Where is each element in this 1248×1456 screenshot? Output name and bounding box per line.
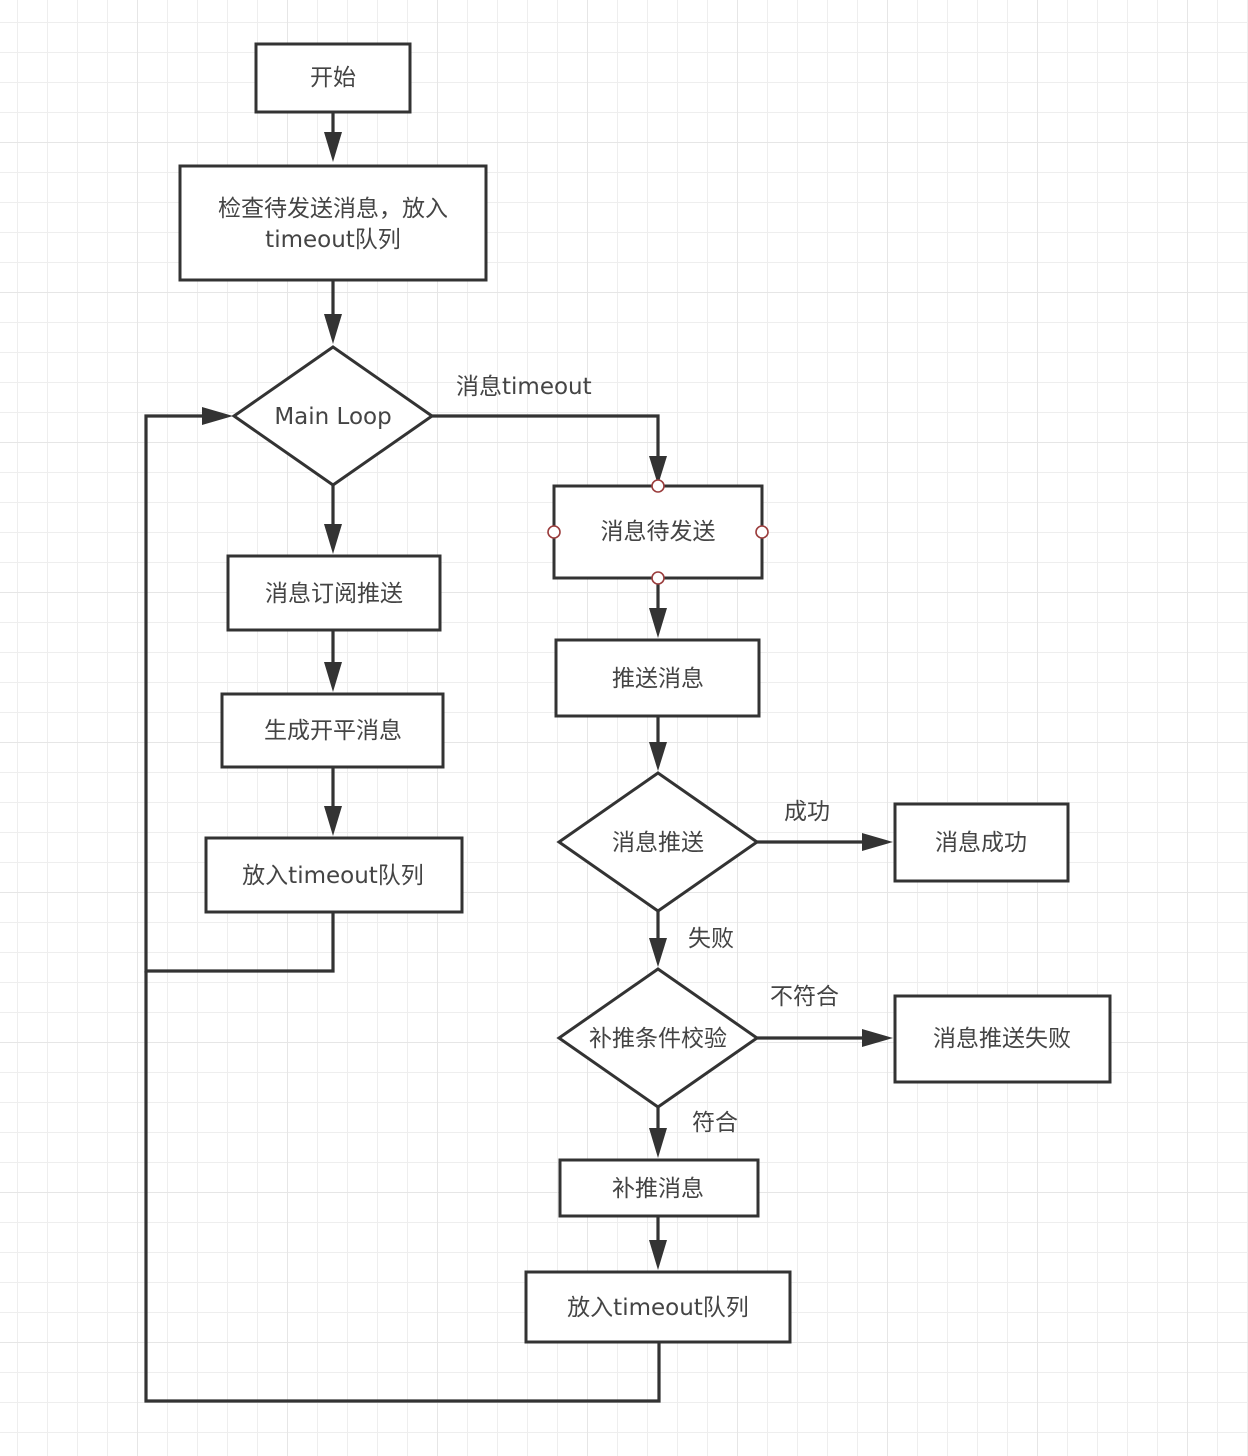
node-pending[interactable]: 消息待发送 — [547, 479, 769, 585]
node-enqueue-left-box[interactable] — [204, 836, 464, 914]
node-check-label-line-2: timeout队列 — [265, 227, 401, 253]
node-subscribe-push-box[interactable] — [226, 554, 442, 632]
connection-handle-right[interactable] — [755, 525, 769, 539]
node-pending-label: 消息待发送 — [601, 519, 716, 545]
node-check-box[interactable] — [178, 164, 488, 282]
node-main-loop-label: Main Loop — [274, 404, 391, 430]
node-check[interactable]: 检查待发送消息，放入 timeout队列 — [178, 164, 488, 282]
node-retry-check[interactable]: 补推条件校验 — [556, 967, 760, 1109]
arrowhead-push-msg-to-decision — [649, 742, 667, 771]
arrowhead-start-to-check — [324, 132, 342, 162]
arrowhead-decision-to-retry-check — [649, 938, 667, 967]
node-start[interactable]: 开始 — [254, 42, 412, 114]
node-push-msg-box[interactable] — [554, 638, 761, 718]
edges — [144, 112, 893, 1403]
node-generate[interactable]: 生成开平消息 — [220, 692, 445, 769]
arrowhead-generate-to-enqueue-left — [324, 806, 342, 836]
arrowhead-main-loop-to-pending — [649, 456, 667, 485]
node-retry-push-label: 补推消息 — [612, 1176, 704, 1202]
node-enqueue-right-box[interactable] — [524, 1270, 792, 1344]
arrowhead-loop-back-to-main-loop — [202, 407, 233, 425]
connection-handle-bottom[interactable] — [651, 571, 665, 585]
node-main-loop-diamond[interactable] — [231, 345, 435, 487]
node-retry-check-label: 补推条件校验 — [589, 1026, 727, 1052]
arrowhead-subscribe-to-generate — [324, 662, 342, 692]
node-push-failed-box[interactable] — [893, 994, 1112, 1084]
node-retry-check-diamond[interactable] — [556, 967, 760, 1109]
arrowhead-retry-check-to-failed — [862, 1029, 893, 1047]
arrowhead-decision-to-success — [862, 833, 893, 851]
node-push-failed[interactable]: 消息推送失败 — [893, 994, 1112, 1084]
node-push-decision-diamond[interactable] — [556, 771, 760, 913]
arrowhead-check-to-main-loop — [324, 314, 342, 344]
node-push-msg-label: 推送消息 — [612, 666, 704, 692]
node-retry-push-box[interactable] — [558, 1158, 760, 1218]
node-generate-box[interactable] — [220, 692, 445, 769]
node-push-failed-label: 消息推送失败 — [933, 1026, 1071, 1052]
edge-labels: 消息timeout 成功 失败 不符合 符合 — [456, 374, 839, 1136]
edge-label-fail: 失败 — [688, 926, 734, 952]
node-main-loop[interactable]: Main Loop — [231, 345, 435, 487]
node-check-label-line-1: 检查待发送消息，放入 — [218, 196, 448, 222]
edge-main-loop-to-pending[interactable] — [432, 414, 660, 464]
arrowhead-retry-check-to-retry-push — [649, 1128, 667, 1158]
edge-label-timeout: 消息timeout — [456, 374, 592, 400]
node-subscribe-push[interactable]: 消息订阅推送 — [226, 554, 442, 632]
node-push-decision-label: 消息推送 — [612, 830, 704, 856]
node-enqueue-right[interactable]: 放入timeout队列 — [524, 1270, 792, 1344]
node-enqueue-left-label: 放入timeout队列 — [242, 863, 424, 889]
node-generate-label: 生成开平消息 — [264, 718, 402, 744]
node-retry-push[interactable]: 补推消息 — [558, 1158, 760, 1218]
node-start-box[interactable] — [254, 42, 412, 114]
edge-label-match: 符合 — [692, 1110, 738, 1136]
node-success[interactable]: 消息成功 — [893, 802, 1070, 883]
node-success-label: 消息成功 — [935, 830, 1027, 856]
node-enqueue-right-label: 放入timeout队列 — [567, 1295, 749, 1321]
arrowhead-pending-to-push-msg — [649, 608, 667, 638]
node-push-decision[interactable]: 消息推送 — [556, 771, 760, 913]
arrowhead-retry-push-to-enqueue-right — [649, 1240, 667, 1270]
arrowhead-main-loop-to-subscribe — [324, 524, 342, 554]
node-enqueue-left[interactable]: 放入timeout队列 — [204, 836, 464, 914]
edge-label-not-match: 不符合 — [770, 984, 839, 1010]
connection-handle-top[interactable] — [651, 479, 665, 493]
edge-label-success: 成功 — [784, 799, 830, 825]
node-push-msg[interactable]: 推送消息 — [554, 638, 761, 718]
connection-handle-left[interactable] — [547, 525, 561, 539]
node-subscribe-push-label: 消息订阅推送 — [265, 581, 403, 607]
node-start-label: 开始 — [310, 65, 356, 91]
node-success-box[interactable] — [893, 802, 1070, 883]
edge-enqueue-right-to-main-loop[interactable] — [144, 971, 661, 1403]
